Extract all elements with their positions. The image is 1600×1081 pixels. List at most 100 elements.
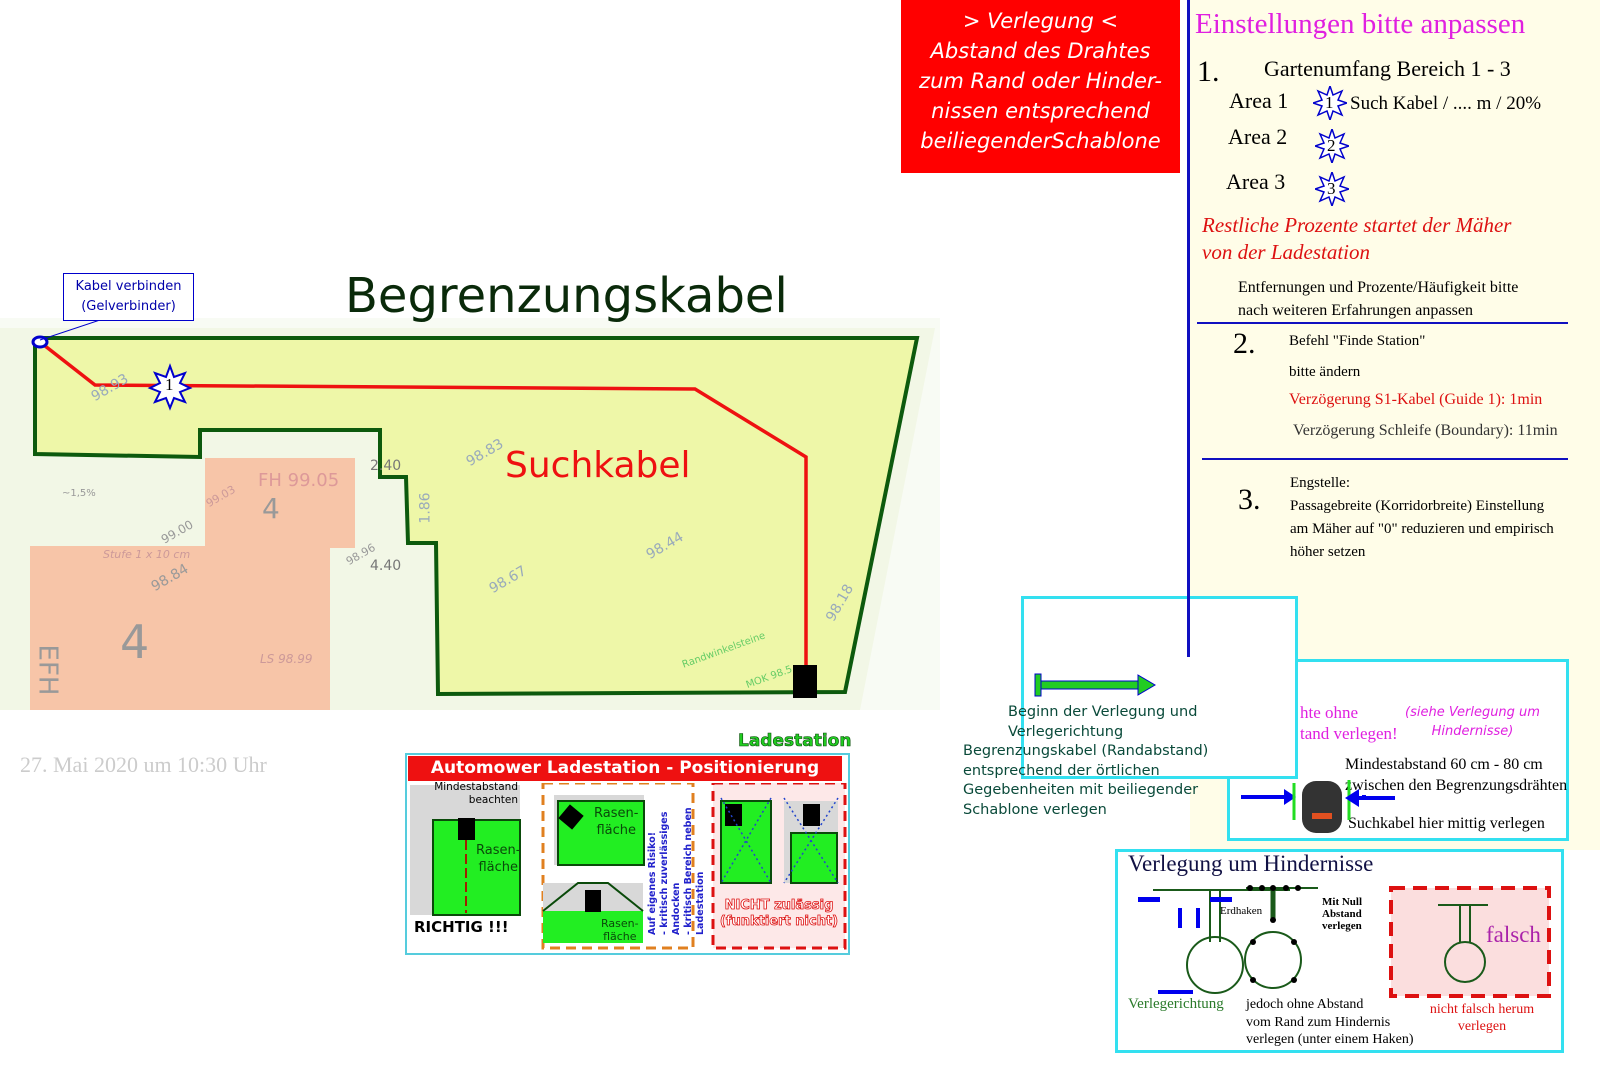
plan-label: Stufe 1 x 10 cm	[103, 548, 191, 561]
settings-title: Einstellungen bitte anpassen	[1195, 8, 1526, 40]
note-line: beiliegenderSchablone	[920, 129, 1161, 153]
note-line: Engstelle:	[1290, 475, 1350, 491]
station-icon	[725, 804, 742, 826]
note-line: Auf eigenes Risiko!	[647, 831, 658, 935]
plan-labels: 98.93 98.83 98.67 98.44 98.18 FH 99.05 4…	[0, 0, 940, 710]
callout-line: Kabel verbinden	[75, 279, 182, 294]
station-icon	[558, 804, 584, 830]
not-allowed-label: NICHT zulässig (funktiert nicht)	[715, 898, 843, 930]
plan-label: LS 98.99	[260, 652, 313, 666]
station-icon	[803, 804, 820, 826]
connector-icon	[31, 335, 49, 349]
note-line: zum Rand oder Hinder-	[919, 69, 1162, 93]
distance-min: Mindestabstand 60 cm - 80 cm zwischen de…	[1345, 754, 1567, 796]
wrong-loop	[1438, 904, 1488, 983]
wrong-note: nicht falsch herum verlegen	[1412, 1001, 1552, 1035]
note-line: am Mäher auf "0" reduzieren und empirisc…	[1290, 521, 1554, 537]
note-line: Schablone verlegen	[963, 801, 1107, 818]
plan-label: 98.44	[643, 529, 687, 563]
plan-label: 98.67	[486, 563, 530, 597]
note-line: Gegebenheiten mit beiliegender	[963, 782, 1199, 798]
lawn-area	[35, 338, 917, 694]
hooks-label: Erdhaken	[1220, 905, 1263, 917]
star-icon	[1315, 129, 1349, 163]
plan-label: 4	[120, 615, 150, 669]
note-line: Restliche Prozente startet der Mäher	[1202, 213, 1512, 237]
note-line: nicht falsch herum	[1429, 1002, 1535, 1017]
note-line: (siehe Verlegung um	[1405, 705, 1540, 720]
note-line: jedoch ohne Abstand	[1246, 997, 1364, 1012]
note-line: Passagebreite (Korridorbreite) Einstellu…	[1290, 498, 1545, 514]
lawn-label: Rasen- fläche	[476, 842, 520, 876]
star-icon	[147, 363, 193, 411]
mower-icon	[1302, 781, 1342, 833]
note-line: Rasen-	[594, 806, 639, 821]
map-title: Begrenzungskabel	[345, 268, 788, 324]
star-number: 1	[1325, 93, 1334, 112]
plan-label: MOK 98.5	[744, 664, 794, 691]
installation-note: > Verlegung < Abstand des Drahtes zum Ra…	[901, 0, 1180, 173]
note-line: Mindestabstand 60 cm - 80 cm	[1345, 756, 1543, 773]
plan-label: 1.86	[417, 492, 434, 524]
guide-wire	[38, 340, 808, 670]
plan-label: 2.40	[370, 458, 402, 474]
station-icon	[585, 890, 601, 912]
callout-line: (Gelverbinder)	[81, 299, 176, 314]
section-line: Befehl "Finde Station"	[1289, 333, 1426, 349]
lawn-label: Rasen- fläche	[594, 805, 638, 839]
lawn-label: Rasen- fläche	[601, 917, 639, 943]
note-line: hte ohne	[1300, 703, 1359, 722]
note-line: tand verlegen!	[1300, 724, 1398, 743]
direction-arrows	[1138, 897, 1232, 994]
note-line: Abstand	[1322, 908, 1362, 920]
star-icon	[1315, 172, 1349, 206]
remaining-note: Restliche Prozente startet der Mäher von…	[1202, 212, 1511, 266]
note-line: zwischen den Begrenzungsdrähten	[1345, 777, 1568, 794]
connector-callout: Kabel verbinden (Gelverbinder)	[63, 273, 194, 321]
divider	[1197, 322, 1568, 324]
obstacle-note: jedoch ohne Abstand vom Rand zum Hindern…	[1246, 996, 1414, 1049]
area-label: Area 1	[1229, 88, 1289, 113]
note-line: entsprechend der örtlichen	[963, 762, 1160, 779]
note-line: Rasen-	[601, 917, 639, 930]
area-note: Such Kabel / .... m / 20%	[1350, 93, 1542, 114]
plan-label: 98.84	[148, 561, 192, 595]
note-line: nach weiteren Erfahrungen anpassen	[1238, 302, 1473, 319]
plan-label: FH 99.05	[258, 470, 340, 491]
note-line: verlegen (unter einem Haken)	[1246, 1032, 1414, 1047]
note-line: verlegen	[1457, 1019, 1507, 1034]
divider	[1202, 458, 1568, 460]
note-line: Abstand des Drahtes	[930, 39, 1151, 63]
plan-label: 99.00	[158, 517, 196, 547]
obstacle-diagrams	[1138, 885, 1551, 998]
boundary-delay: Verzögerung Schleife (Boundary): 11min	[1293, 422, 1558, 439]
note-line: Mindestabstand	[434, 781, 518, 793]
note-line: Begrenzungskabel (Randabstand)	[963, 743, 1209, 759]
star-number: 2	[1327, 136, 1336, 155]
obstacles-title: Verlegung um Hindernisse	[1128, 851, 1374, 876]
note-line: Verlegerichtung	[1008, 723, 1124, 740]
direction-label: Verlegerichtung	[1128, 996, 1224, 1012]
note-line: Beginn der Verlegung und	[1008, 704, 1198, 720]
star-icon	[1313, 86, 1347, 120]
risk-note: Auf eigenes Risiko! - kritisch zuverläss…	[647, 775, 707, 935]
note-line: fläche	[603, 930, 637, 943]
hooks-diagram	[1244, 887, 1318, 989]
note-line: Mit Null	[1322, 896, 1363, 908]
section-body: Engstelle: Passagebreite (Korridorbreite…	[1290, 472, 1554, 564]
area-label: Area 2	[1228, 124, 1288, 149]
guide-wire-label: Suchkabel	[505, 445, 691, 486]
plan-label: Randwinkelsteine	[680, 630, 768, 671]
plan-label: 99.03	[203, 482, 238, 511]
start-arrow-icon	[1034, 673, 1156, 697]
zero-note: Mit Null Abstand verlegen	[1322, 896, 1362, 932]
note-line: nissen entsprechend	[931, 99, 1150, 123]
note-line: von der Ladestation	[1202, 240, 1370, 264]
correct-label: RICHTIG !!!	[414, 918, 509, 936]
guide-middle-note: Suchkabel hier mittig verlegen	[1348, 815, 1545, 832]
boundary-wire	[33, 336, 920, 697]
arrow-left-icon	[1345, 789, 1395, 807]
start-note: Beginn der Verlegung und Verlegerichtung…	[963, 703, 1208, 820]
note-line: (funktiert nicht)	[719, 914, 839, 930]
note-line: Hindernisse)	[1431, 724, 1514, 739]
